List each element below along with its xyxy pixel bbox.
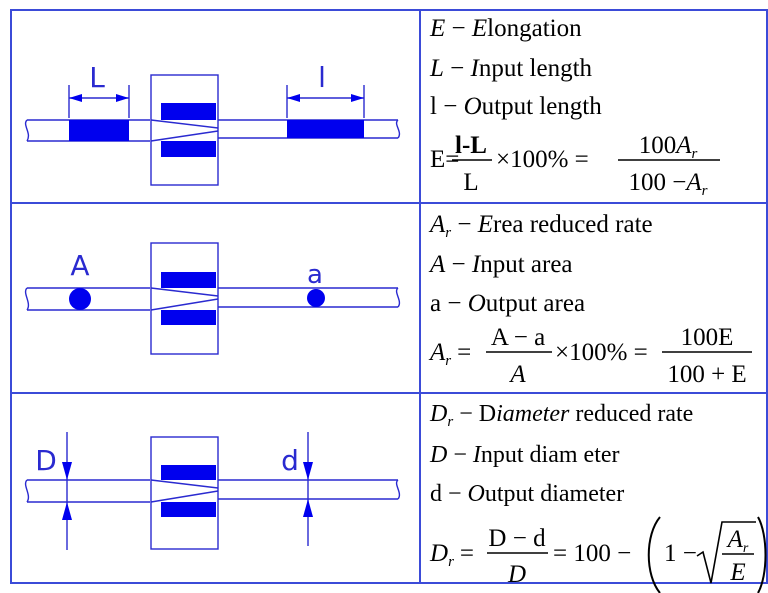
output-area-disk xyxy=(307,289,325,307)
output-diameter-label: d xyxy=(281,444,299,477)
area-formula: Ar= A − a A ×100% = 100E 100 + E xyxy=(428,324,752,388)
formula-one-minus: 1 − xyxy=(664,540,697,567)
formula-multiplier: ×100% = xyxy=(555,339,648,366)
fraction-denominator: 100 −Ar xyxy=(629,169,708,199)
fraction-denominator: 100 + E xyxy=(667,361,746,388)
output-length-section xyxy=(287,120,364,138)
definition-line: Ar − Erea reduced rate xyxy=(428,211,653,241)
input-length-label: L xyxy=(89,61,105,94)
fraction-denominator: D xyxy=(507,561,526,588)
definition-line: l − Output length xyxy=(430,93,602,120)
definition-line: d − Output diameter xyxy=(430,481,624,507)
input-length-section xyxy=(69,120,129,141)
elongation-formula: E= l-L L ×100% = 100Ar 100 −Ar xyxy=(430,132,720,199)
diameter-formula: Dr= D − d D = 100 − 1 − Ar E xyxy=(429,516,767,593)
input-diameter-label: D xyxy=(35,444,57,477)
definition-line: L − Input length xyxy=(429,55,593,82)
output-length-label: l xyxy=(318,61,326,94)
right-parenthesis xyxy=(757,516,767,593)
area-definitions: Ar − Erea reduced rate A − Input area a … xyxy=(428,211,653,317)
formula-multiplier: ×100% = xyxy=(496,146,589,173)
formula-lhs: Ar= xyxy=(428,339,471,369)
definition-line: D − Input diam eter xyxy=(429,442,620,468)
area-diagram: A a xyxy=(24,242,401,355)
definition-line: A − Input area xyxy=(428,251,573,278)
definition-line: E − Elongation xyxy=(429,15,582,42)
output-area-label: a xyxy=(307,260,323,290)
fraction-numerator: 100E xyxy=(681,324,734,351)
diameter-definitions: Dr − Diameter reduced rate D − Input dia… xyxy=(429,401,693,507)
fraction-numerator: A − a xyxy=(491,324,545,351)
definition-line: Dr − Diameter reduced rate xyxy=(429,401,693,430)
input-area-disk xyxy=(69,288,91,310)
input-area-label: A xyxy=(70,249,89,282)
table-grid xyxy=(10,9,768,584)
formula-middle: = 100 − xyxy=(553,540,631,567)
fraction-numerator: D − d xyxy=(488,525,546,552)
elongation-definitions: E − Elongation L − Input length l − Outp… xyxy=(429,15,602,120)
table-border xyxy=(10,9,768,584)
left-parenthesis xyxy=(647,516,661,593)
elongation-diagram: L l xyxy=(24,61,401,186)
fraction-denominator: E xyxy=(729,559,745,586)
formula-lhs: Dr= xyxy=(429,540,474,570)
fraction-denominator: A xyxy=(508,361,526,388)
diameter-diagram: D d xyxy=(24,432,401,550)
fraction-numerator: 100Ar xyxy=(639,132,698,162)
fraction-numerator: Ar xyxy=(726,526,749,556)
fraction-numerator: l-L xyxy=(455,132,487,159)
definition-line: a − Output area xyxy=(430,290,585,317)
fraction-denominator: L xyxy=(463,169,478,196)
sqrt-sign xyxy=(696,521,756,584)
